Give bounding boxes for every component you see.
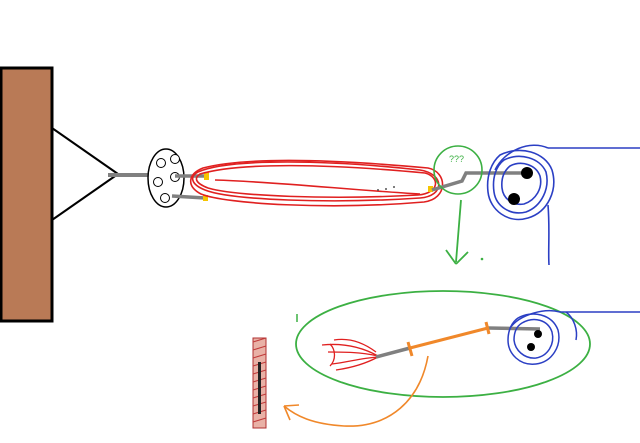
red-loop xyxy=(189,159,444,207)
green-down-arrow xyxy=(445,199,469,265)
detail-gray-rod-right xyxy=(487,326,541,331)
wooden-wall xyxy=(0,66,54,323)
detail-gray-rod-left xyxy=(375,346,411,359)
detail-oval xyxy=(295,290,591,398)
red-tuft xyxy=(321,338,379,371)
mystery-rod xyxy=(431,171,522,192)
yellow-tip-upper xyxy=(204,172,209,180)
perforated-disc xyxy=(147,148,185,208)
disc-rod-lower xyxy=(171,194,206,200)
question-label: ??? xyxy=(449,154,464,164)
detail-orange-rod xyxy=(409,326,489,350)
dots xyxy=(377,186,395,191)
green-dot xyxy=(480,257,484,261)
orange-band-1 xyxy=(406,341,414,357)
blue-hand-upper xyxy=(486,144,640,266)
lower-knuckle-1 xyxy=(534,330,542,338)
blue-knuckle-2 xyxy=(508,193,520,205)
orange-curved-arrow xyxy=(283,355,429,427)
striped-strip xyxy=(252,337,267,429)
lower-knuckle-2 xyxy=(527,343,535,351)
yellow-tip-right xyxy=(428,186,433,192)
wall-bracket xyxy=(51,127,119,221)
question-circle: ??? xyxy=(433,145,483,195)
blue-hand-lower xyxy=(507,310,640,365)
blue-knuckle-1 xyxy=(521,167,533,179)
orange-band-2 xyxy=(484,321,491,335)
yellow-tip-lower xyxy=(203,195,208,201)
